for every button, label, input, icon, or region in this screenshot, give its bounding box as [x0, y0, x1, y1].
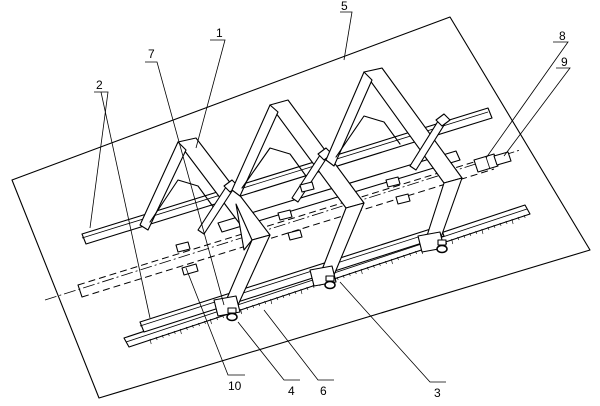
- scale-tick: [240, 308, 242, 315]
- scale-tick: [198, 322, 200, 327]
- scale-tick: [149, 338, 152, 345]
- front-inner-rail: [139, 225, 445, 333]
- callout-5: 5: [341, 0, 348, 13]
- scale-tick: [481, 228, 484, 235]
- scale-tick: [487, 226, 490, 231]
- scale-tick: [173, 330, 176, 335]
- callout-1: 1: [216, 26, 223, 40]
- scale-tick: [348, 272, 351, 277]
- callout-3: 3: [434, 386, 441, 400]
- scale-tick: [475, 230, 478, 235]
- scale-tick: [216, 316, 218, 321]
- scale-tick: [312, 284, 315, 289]
- scale-tick: [282, 294, 285, 299]
- frame-left: [139, 137, 271, 317]
- scale-tick: [264, 300, 267, 305]
- callout-7: 7: [148, 47, 155, 61]
- scale-tick: [270, 298, 273, 305]
- base-plate: [11, 16, 591, 399]
- shaft-end: [473, 151, 512, 173]
- scale-tick: [288, 292, 291, 297]
- scale-tick: [493, 224, 496, 229]
- scale-tick: [469, 232, 472, 237]
- scale-tick: [385, 260, 387, 265]
- scale-tick: [354, 270, 357, 275]
- scale-tick: [360, 268, 363, 275]
- scale-tick: [204, 320, 206, 325]
- scale-tick: [185, 326, 188, 331]
- callout-8: 8: [559, 29, 566, 43]
- scale-tick: [252, 304, 254, 309]
- scale-tick: [378, 262, 381, 267]
- scale-tick: [155, 336, 158, 341]
- scale-tick: [409, 252, 411, 257]
- scale-tick: [391, 258, 393, 265]
- scale-tick: [276, 296, 279, 301]
- scale-tick: [294, 290, 297, 295]
- scale-tick: [246, 306, 248, 311]
- leader-lines: [89, 11, 571, 383]
- scale-tick: [167, 332, 170, 337]
- scale-tick: [397, 256, 399, 261]
- scale-tick: [300, 288, 303, 295]
- scale-tick: [210, 318, 212, 325]
- scale-tick: [179, 328, 182, 335]
- scale-tick: [372, 264, 375, 269]
- scale-tick: [499, 222, 502, 227]
- scale-tick: [161, 334, 164, 339]
- scale-tick: [451, 238, 454, 245]
- scale-tick: [505, 220, 508, 225]
- scale-tick: [517, 216, 520, 221]
- scale-tick: [457, 236, 460, 241]
- scale-tick: [336, 276, 339, 281]
- scale-tick: [403, 254, 405, 259]
- scale-tick: [306, 286, 309, 291]
- callout-10: 10: [228, 379, 242, 393]
- callout-2: 2: [96, 78, 103, 92]
- scale-tick: [191, 324, 194, 329]
- scale-tick: [342, 274, 345, 279]
- callout-6: 6: [320, 384, 327, 398]
- slide-blocks: [226, 239, 448, 322]
- callout-4: 4: [288, 384, 295, 398]
- scale-tick: [463, 234, 466, 239]
- belt-clamps: [175, 176, 411, 276]
- scale-tick: [523, 214, 526, 219]
- scale-tick: [511, 218, 514, 225]
- callout-9: 9: [561, 55, 568, 69]
- scale-tick: [366, 266, 369, 271]
- frame-right: [325, 67, 463, 253]
- scale-tick: [415, 250, 417, 255]
- scale-tick: [258, 302, 261, 307]
